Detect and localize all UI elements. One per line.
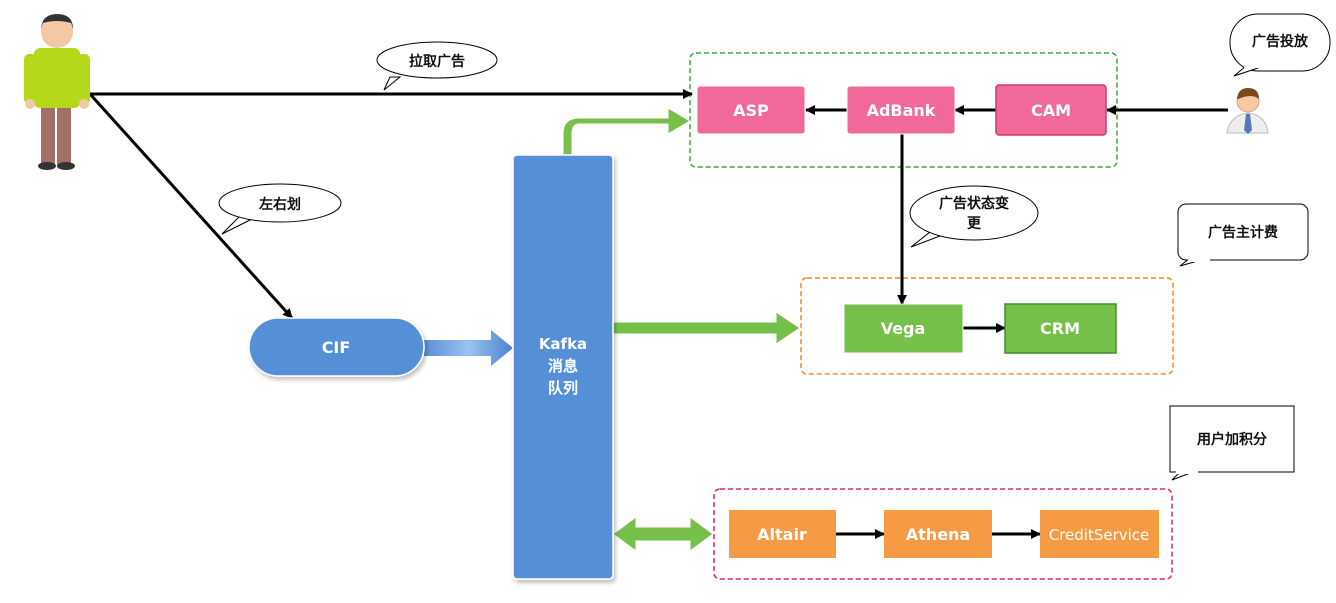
athena-node[interactable]: [884, 510, 992, 558]
athena-label: Athena: [906, 525, 970, 544]
vega-node[interactable]: [843, 303, 964, 354]
adbank-label: AdBank: [867, 101, 936, 120]
creditservice-label: CreditService: [1049, 526, 1150, 544]
kafka-points-double-arrow: [612, 516, 714, 552]
crm-node[interactable]: [1004, 303, 1117, 354]
cam-node[interactable]: [995, 84, 1107, 136]
altair-label: Altair: [757, 525, 807, 544]
altair-node[interactable]: [729, 510, 836, 558]
ad-status-change-callout: 广告状态变 更: [909, 185, 1039, 248]
ad-status-change-text-line1: 广告状态变: [939, 195, 1009, 212]
kafka-label-line2: 消息: [548, 357, 578, 375]
ad-status-change-text-line2: 更: [967, 216, 982, 232]
kafka-label-line3: 队列: [548, 379, 578, 397]
advertiser-billing-callout: 广告主计费: [1177, 203, 1309, 267]
asp-node[interactable]: [696, 85, 806, 135]
adbank-node[interactable]: [846, 85, 956, 135]
user-points-text: 用户加积分: [1197, 431, 1267, 448]
cif-label: CIF: [322, 338, 351, 357]
vega-label: Vega: [881, 319, 926, 338]
kafka-label-line1: Kafka: [539, 335, 587, 353]
asp-label: ASP: [733, 101, 769, 120]
points-group: [713, 488, 1173, 580]
kafka-to-billing-arrow: [612, 311, 801, 345]
crm-label: CRM: [1040, 319, 1080, 338]
businessman-icon: [1226, 88, 1269, 134]
pull-ads-callout: 拉取广告: [376, 41, 498, 91]
advertiser-billing-text: 广告主计费: [1208, 224, 1278, 241]
cam-label: CAM: [1031, 101, 1071, 120]
cif-node[interactable]: [248, 317, 425, 377]
billing-group: [800, 277, 1174, 375]
creditservice-node[interactable]: [1040, 510, 1159, 558]
swipe-text: 左右划: [258, 196, 301, 213]
cif-to-kafka-arrow: [424, 330, 513, 366]
person-icon: [24, 14, 90, 170]
kafka-to-asp-arrow: [562, 107, 691, 156]
user-points-callout: 用户加积分: [1169, 405, 1295, 481]
ad-placement-text: 广告投放: [1252, 33, 1309, 50]
swipe-callout: 左右划: [218, 183, 342, 235]
kafka-queue[interactable]: [512, 154, 614, 580]
pull-ads-text: 拉取广告: [409, 53, 465, 70]
ad-placement-callout: 广告投放: [1229, 13, 1331, 77]
swipe-arrow: [88, 92, 294, 320]
